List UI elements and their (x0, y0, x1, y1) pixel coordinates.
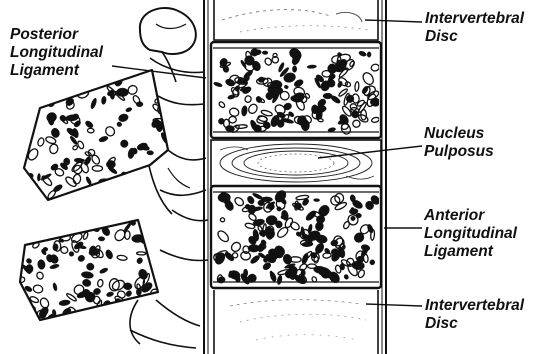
bone-texture-mark (134, 178, 140, 184)
bone-texture-mark (21, 229, 32, 239)
bone-texture-mark (108, 69, 121, 81)
label-intervertebral-disc-top: Intervertebral Disc (425, 10, 524, 46)
bone-texture-mark (98, 236, 105, 241)
bone-texture-mark (36, 85, 48, 97)
bone-texture-mark (28, 89, 42, 103)
vertebral-body-lower (211, 186, 381, 288)
label-line: Intervertebral (425, 297, 524, 315)
label-anterior-longitudinal-ligament: Anterior Longitudinal Ligament (424, 207, 517, 261)
bone-texture-mark (139, 187, 146, 192)
intervertebral-disc-middle (211, 140, 381, 186)
vertebral-column (204, 0, 386, 354)
bone-texture-mark (19, 308, 33, 321)
bone-texture-mark (29, 191, 39, 204)
bone-texture-mark (262, 51, 268, 55)
label-line: Longitudinal (424, 225, 517, 243)
bone-texture-mark (82, 219, 92, 229)
bone-texture-mark (59, 226, 67, 234)
nucleus-pulposus-region (258, 154, 334, 172)
bone-texture-mark (27, 109, 34, 116)
intervertebral-disc-bottom (214, 290, 378, 354)
label-line: Disc (425, 315, 524, 333)
label-line: Nucleus (424, 125, 494, 143)
vertebral-body-upper (211, 42, 381, 138)
posterior-longitudinal-ligament-band (204, 0, 208, 354)
lower-process-bone-section (18, 219, 159, 324)
label-intervertebral-disc-bottom: Intervertebral Disc (425, 297, 524, 333)
bone-texture-mark (135, 191, 144, 198)
bone-texture-mark (132, 313, 141, 323)
bone-texture-mark (313, 198, 319, 201)
label-line: Ligament (10, 62, 103, 80)
bone-texture-mark (43, 247, 48, 251)
bone-texture-mark (154, 178, 162, 186)
bone-texture-mark (157, 162, 168, 176)
bone-texture-mark (93, 307, 99, 318)
leader-disc-top (365, 20, 422, 22)
bone-texture-mark (88, 219, 96, 227)
bone-texture-mark (20, 231, 33, 239)
label-posterior-longitudinal-ligament: Posterior Longitudinal Ligament (10, 26, 103, 80)
bone-texture-mark (277, 120, 285, 128)
bone-texture-mark (153, 168, 166, 173)
bone-texture-mark (27, 95, 38, 104)
bone-texture-mark (49, 81, 60, 93)
bone-texture-mark (55, 84, 66, 94)
label-nucleus-pulposus: Nucleus Pulposus (424, 125, 494, 161)
leader-disc-bottom (366, 304, 422, 306)
bone-texture-mark (367, 52, 371, 58)
bone-texture-mark (41, 93, 46, 101)
bone-texture-mark (26, 84, 35, 93)
bone-texture-mark (39, 99, 47, 105)
bone-texture-mark (60, 222, 68, 230)
label-line: Longitudinal (10, 44, 103, 62)
bone-texture-mark (323, 93, 332, 99)
bone-texture-mark (80, 310, 93, 322)
bone-texture-mark (52, 243, 58, 251)
bone-texture-mark (161, 76, 169, 84)
bone-texture-mark (292, 66, 297, 73)
bone-texture-mark (147, 150, 154, 155)
bone-texture-mark (26, 111, 35, 121)
anterior-longitudinal-ligament-band (382, 0, 386, 354)
label-line: Pulposus (424, 143, 494, 161)
label-line: Ligament (424, 243, 517, 261)
label-line: Disc (425, 28, 524, 46)
bone-texture-mark (243, 269, 247, 277)
bone-texture-mark (258, 200, 265, 206)
intervertebral-disc-top (214, 0, 378, 40)
bone-texture-mark (127, 189, 139, 199)
label-line: Posterior (10, 26, 103, 44)
bone-texture-mark (124, 187, 137, 200)
label-line: Anterior (424, 207, 517, 225)
upper-process-bone-section (23, 69, 170, 204)
label-line: Intervertebral (425, 10, 524, 28)
bone-texture-mark (122, 188, 129, 196)
bone-texture-mark (29, 107, 37, 115)
